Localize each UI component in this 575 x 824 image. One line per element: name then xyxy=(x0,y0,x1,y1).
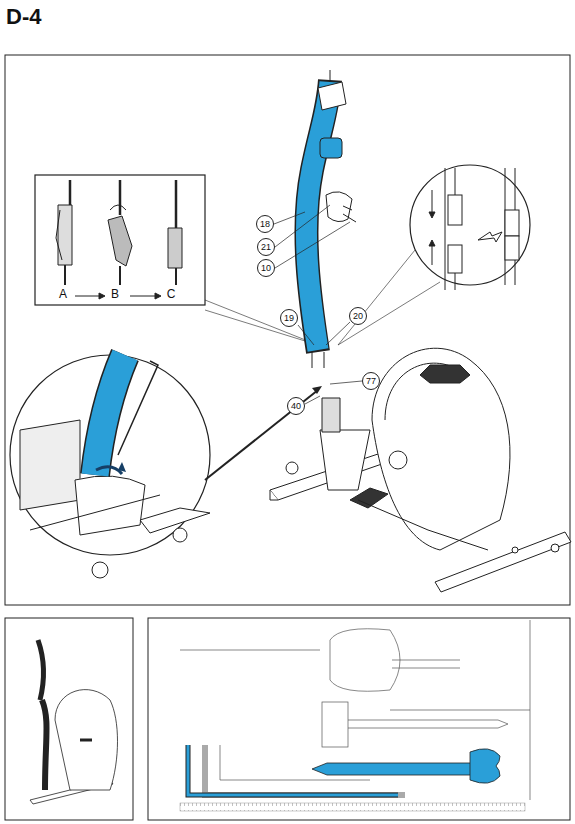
callout-circle: 21 xyxy=(257,238,275,256)
callout-number: 20 xyxy=(353,312,363,321)
step-letter: C xyxy=(166,287,177,301)
callout-number: 18 xyxy=(260,220,270,229)
callout-circle: 10 xyxy=(257,259,275,277)
callout-number: 10 xyxy=(261,264,271,273)
callout-circle: 40 xyxy=(287,397,305,415)
callout-number: 19 xyxy=(284,314,294,323)
callout-circle: 18 xyxy=(256,215,274,233)
callout-number: 21 xyxy=(261,243,271,252)
callout-circle: 20 xyxy=(349,307,367,325)
callout-circle: 19 xyxy=(280,309,298,327)
callout-circle: 77 xyxy=(362,372,380,390)
callout-number: 77 xyxy=(366,377,376,386)
step-letter: A xyxy=(58,287,68,301)
page-title: D-4 xyxy=(6,4,41,30)
callout-number: 40 xyxy=(291,402,301,411)
step-letter: B xyxy=(110,287,120,301)
